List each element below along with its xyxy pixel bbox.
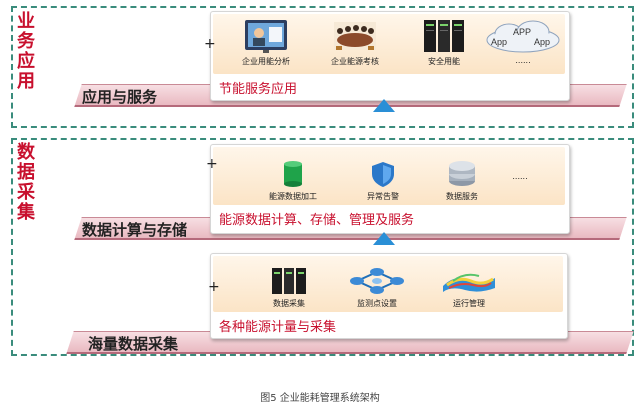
more-apps-item: App APP App ......: [480, 18, 566, 65]
business-application-section: [11, 6, 634, 128]
data-acquisition-label: 数据采集: [273, 299, 305, 308]
meeting-room-icon: [334, 22, 376, 50]
data-collection-section: [11, 138, 634, 356]
compute-panel-title: 能源数据计算、存储、管理及服务: [219, 213, 415, 228]
safe-energy-item: 安全用能: [404, 18, 484, 67]
energy-analysis-label: 企业用能分析: [242, 57, 290, 66]
data-service-label: 数据服务: [446, 192, 478, 201]
energy-assessment-label: 企业能源考核: [331, 57, 379, 66]
cloud-app-label-3: App: [534, 37, 550, 47]
collection-panel-title: 各种能源计量与采集: [219, 320, 337, 335]
collection-plus: +: [208, 279, 220, 295]
operation-management-item: 运行管理: [429, 266, 509, 309]
safe-energy-label: 安全用能: [428, 57, 460, 66]
3d-chart-icon: [443, 273, 495, 292]
server-rack-icon: [424, 20, 464, 52]
database-stack-icon: [449, 161, 475, 186]
data-acquisition-item: 数据采集: [249, 266, 329, 309]
shield-icon: [372, 162, 394, 187]
compute-plus: +: [206, 156, 218, 172]
application-band-label: 应用与服务: [82, 88, 158, 106]
data-collection-label: 数 据 采 集: [17, 142, 35, 223]
more-apps-label: ......: [515, 56, 531, 65]
app-cloud-icon: App APP App: [486, 20, 560, 53]
up-arrow-icon: [373, 232, 395, 245]
data-service-item: 数据服务: [422, 157, 502, 202]
monitoring-point-label: 监测点设置: [357, 299, 397, 308]
anomaly-alert-label: 异常告警: [367, 192, 399, 201]
application-plus: +: [204, 36, 216, 52]
server-rack-icon: [272, 268, 306, 294]
energy-assessment-item: 企业能源考核: [315, 18, 395, 67]
anomaly-alert-item: 异常告警: [343, 159, 423, 202]
data-processing-item: 能源数据加工: [253, 159, 333, 202]
energy-analysis-item: 企业用能分析: [226, 18, 306, 67]
operation-management-label: 运行管理: [453, 299, 485, 308]
database-cylinder-icon: [284, 161, 302, 187]
figure-caption: 图5 企业能耗管理系统架构: [260, 393, 380, 404]
up-arrow-icon: [373, 99, 395, 112]
collection-band-label: 海量数据采集: [88, 335, 179, 353]
cloud-app-label-1: App: [491, 37, 507, 47]
cloud-app-label-2: APP: [513, 27, 531, 37]
business-application-label: 业 务 应 用: [17, 11, 35, 92]
application-panel-title: 节能服务应用: [219, 82, 298, 97]
video-conference-icon: [245, 20, 287, 53]
more-services-item: ......: [480, 170, 560, 181]
compute-band-label: 数据计算与存储: [82, 221, 188, 239]
more-services-label: ......: [512, 172, 528, 181]
monitoring-point-item: 监测点设置: [337, 266, 417, 309]
network-nodes-icon: [350, 268, 404, 294]
data-processing-label: 能源数据加工: [269, 192, 317, 201]
